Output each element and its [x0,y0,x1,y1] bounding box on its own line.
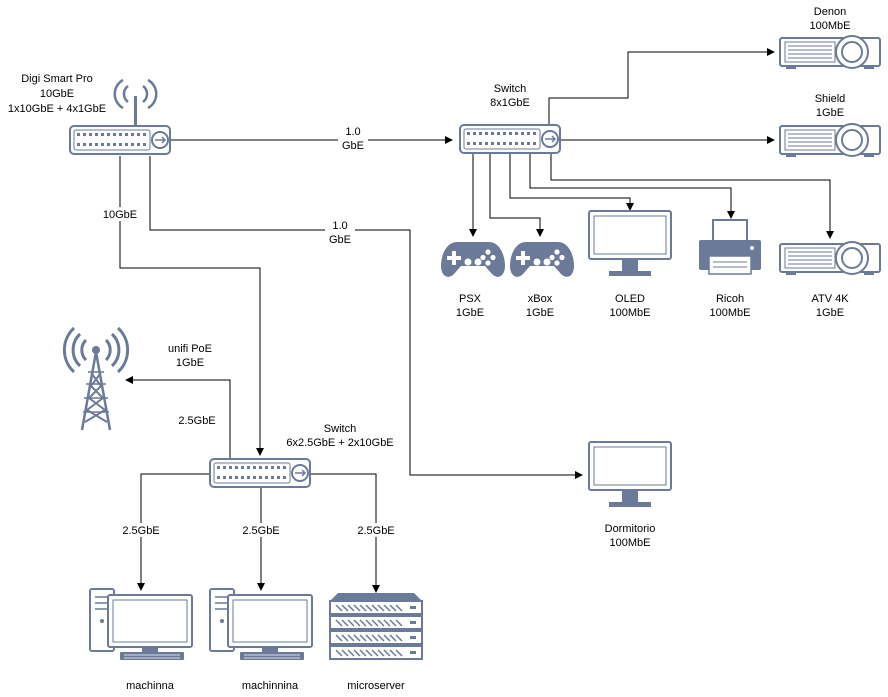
node-label: Digi Smart Pro [21,73,93,85]
node-label: 100MbE [810,20,851,32]
edge-label: 2.5GbE [357,525,394,537]
edge-label: 2.5GbE [178,415,215,427]
rack-server-icon [329,592,423,660]
node-label: machinnina [242,680,299,692]
node-ricoh: Ricoh 100MbE [698,219,762,319]
edge-label: 10GbE [103,209,137,221]
edge-switch2-machinna [137,473,210,591]
node-atv: ATV 4K 1GbE [779,241,881,319]
network-switch-icon [209,458,311,488]
node-label: ATV 4K [811,293,849,305]
node-label: 100MbE [610,537,651,549]
node-label: 1GbE [176,357,204,369]
gamepad-icon [441,242,505,277]
edge-switch1-ricoh [529,154,735,219]
node-label: PSX [459,293,482,305]
node-dormitorio: Dormitorio 100MbE [588,441,672,549]
edge-label: GbE [342,140,364,152]
edge-router-dormitorio [149,156,583,479]
desktop-pc-icon [89,588,193,661]
node-denon: Denon 100MbE [779,6,881,70]
printer-icon [698,219,762,275]
edge-label: GbE [329,234,351,246]
edge-label: 2.5GbE [242,525,279,537]
edge-labels: 1.0 GbE 10GbE 1.0 GbE 2.5GbE 2.5GbE 2.5G… [100,124,397,537]
node-switch2: Switch 6x2.5GbE + 2x10GbE [209,423,394,488]
node-label: Dormitorio [605,523,656,535]
edge-switch2-microserver [310,473,380,593]
projector-icon [779,123,881,158]
edge-switch1-xbox [489,154,544,237]
node-label: 1GbE [816,107,844,119]
node-label: OLED [615,293,645,305]
node-label: 100MbE [710,307,751,319]
node-label: 10GbE [40,88,74,100]
node-label: 1GbE [526,307,554,319]
projector-icon [779,241,881,276]
monitor-icon [588,441,672,508]
node-label: Shield [815,93,846,105]
edge-label: 2.5GbE [122,525,159,537]
node-label: unifi PoE [168,343,212,355]
edges [119,48,834,593]
antenna-tower-icon [62,326,130,432]
node-router: Digi Smart Pro 10GbE 1x10GbE + 4x1GbE [8,73,171,155]
monitor-icon [588,210,672,277]
node-machinna: machinna [89,588,193,692]
edge-label: 1.0 [332,220,347,232]
node-label: Ricoh [716,293,744,305]
edge-switch1-atv [550,154,834,239]
node-microserver: microserver [329,592,423,692]
edge-switch2-unifi [125,376,231,458]
edge-switch1-denon [548,48,775,124]
node-oled: OLED 100MbE [588,210,672,319]
node-psx: PSX 1GbE [441,242,505,319]
node-label: Denon [814,6,846,18]
desktop-pc-icon [209,588,313,661]
edge-router-switch2 [119,156,264,456]
node-label: 1GbE [816,307,844,319]
node-label: Switch [494,83,526,95]
node-unifi: unifi PoE 1GbE [62,326,212,432]
node-label: 1x10GbE + 4x1GbE [8,103,106,115]
edge-label: 1.0 [345,126,360,138]
projector-icon [779,35,881,70]
node-label: xBox [528,293,553,305]
node-label: 100MbE [610,307,651,319]
edge-switch1-oled [509,154,634,211]
node-machinnina: machinnina [209,588,313,692]
node-label: machinna [126,680,175,692]
router-icon [69,78,171,155]
node-xbox: xBox 1GbE [510,242,574,319]
node-shield: Shield 1GbE [779,93,881,158]
node-label: Switch [324,423,356,435]
gamepad-icon [510,242,574,277]
node-label: microserver [347,680,405,692]
network-switch-icon [459,124,561,154]
node-switch1: Switch 8x1GbE [459,83,561,154]
node-label: 8x1GbE [490,97,530,109]
node-label: 6x2.5GbE + 2x10GbE [286,437,393,449]
node-label: 1GbE [456,307,484,319]
